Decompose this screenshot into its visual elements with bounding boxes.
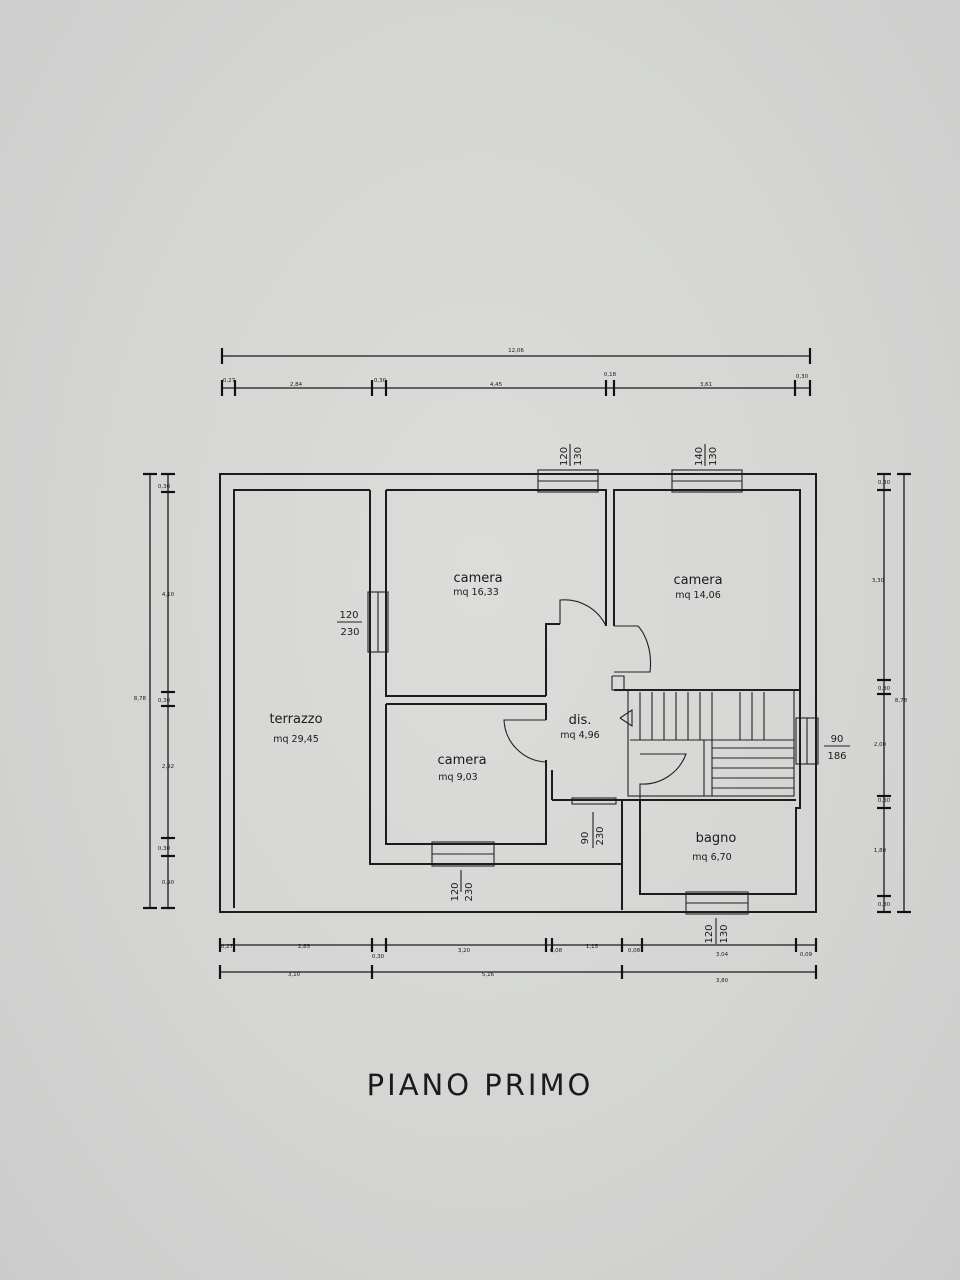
stair-arrow-icon bbox=[619, 708, 633, 728]
dim-label: 3,80 bbox=[716, 978, 729, 984]
room-labels: terrazzo mq 29,45 camera mq 16,33 camera… bbox=[269, 571, 736, 863]
window-width: 90 bbox=[831, 734, 844, 745]
room-area-camera3: mq 9,03 bbox=[438, 772, 477, 783]
dim-label: 0,08 bbox=[628, 948, 641, 954]
room-name-camera3: camera bbox=[437, 753, 486, 768]
window-width: 90 bbox=[580, 832, 591, 845]
dim-label: 0,18 bbox=[604, 372, 617, 378]
camera3-wall bbox=[385, 704, 547, 845]
camera3-top-wall bbox=[386, 703, 547, 720]
dim-label: 0,30 bbox=[796, 374, 809, 380]
dim-label: 3,30 bbox=[872, 578, 885, 584]
dim-label: 2,00 bbox=[874, 742, 887, 748]
dim-label: 5,16 bbox=[482, 972, 495, 978]
room-area-terrazzo: mq 29,45 bbox=[273, 734, 319, 745]
right-dimensions: 0,30 3,30 0,30 2,00 0,30 1,80 0,30 8,78 bbox=[872, 472, 911, 914]
dis-left-wall bbox=[545, 623, 560, 696]
dim-label: 0,30 bbox=[878, 480, 891, 486]
window-width: 120 bbox=[559, 447, 570, 466]
dim-label: 0,90 bbox=[162, 880, 175, 886]
room-name-bagno: bagno bbox=[696, 831, 737, 846]
window-height: 130 bbox=[708, 447, 719, 466]
window-height: 130 bbox=[719, 924, 730, 943]
window-height: 230 bbox=[464, 882, 475, 901]
dim-label: 0,30 bbox=[158, 484, 171, 490]
dim-label: 2,92 bbox=[162, 764, 174, 770]
window-width: 120 bbox=[339, 610, 358, 621]
window-height: 130 bbox=[573, 447, 584, 466]
window-width: 140 bbox=[694, 447, 705, 466]
dim-label: 1,80 bbox=[874, 848, 887, 854]
window-label-left: 120 230 bbox=[337, 610, 362, 638]
top-dimensions: 12,06 0,27 2,84 0,30 4,45 0,18 3,61 0,30 bbox=[220, 348, 812, 396]
camera2-wall bbox=[613, 489, 801, 690]
page-title: PIANO PRIMO bbox=[366, 1068, 594, 1102]
door-camera3 bbox=[503, 719, 547, 763]
dim-label: 0,30 bbox=[158, 846, 171, 852]
dim-label: 3,04 bbox=[716, 952, 729, 958]
dim-label: 0,27 bbox=[223, 378, 236, 384]
camera1-wall bbox=[385, 490, 546, 697]
door-bagno bbox=[639, 753, 687, 800]
window-bottom2 bbox=[571, 797, 617, 805]
dim-label: 2,84 bbox=[290, 382, 303, 388]
windows: 120 130 140 130 120 230 90 186 120 230 9… bbox=[337, 444, 850, 944]
room-area-camera2: mq 14,06 bbox=[675, 590, 721, 601]
stair-newel bbox=[611, 675, 625, 691]
outer-wall bbox=[219, 473, 817, 913]
dim-label: 0,30 bbox=[878, 902, 891, 908]
door-camera2 bbox=[614, 625, 652, 673]
left-dimensions: 8,78 0,30 4,10 0,30 2,92 0,30 0,90 bbox=[134, 472, 175, 910]
dim-label: 0,30 bbox=[878, 686, 891, 692]
window-label-bottom2: 90 230 bbox=[580, 812, 606, 848]
dim-label: 3,61 bbox=[700, 382, 712, 388]
dim-label: 0,09 bbox=[800, 952, 813, 958]
window-height: 186 bbox=[827, 751, 846, 762]
dim-label: 0,27 bbox=[221, 944, 234, 950]
terrace-partition bbox=[369, 490, 623, 910]
window-width: 120 bbox=[704, 924, 715, 943]
walls bbox=[219, 473, 817, 913]
dim-label: 0,30 bbox=[158, 698, 171, 704]
camera1-top-wall bbox=[386, 489, 607, 626]
window-height: 230 bbox=[340, 627, 359, 638]
top-total-dim-label: 12,06 bbox=[508, 348, 524, 354]
room-name-camera2: camera bbox=[673, 573, 722, 588]
doors bbox=[503, 599, 687, 800]
room-name-camera1: camera bbox=[453, 571, 502, 586]
window-label-bottom3: 120 130 bbox=[704, 918, 730, 944]
bottom-dimensions: 0,27 2,85 0,30 3,20 0,08 1,15 0,08 3,04 … bbox=[218, 938, 818, 984]
dim-label: 0,08 bbox=[550, 948, 563, 954]
door-camera1 bbox=[559, 599, 607, 627]
window-width: 120 bbox=[450, 882, 461, 901]
dim-label: 0,30 bbox=[372, 954, 385, 960]
staircase bbox=[611, 675, 795, 797]
right-total-dim-label: 8,78 bbox=[895, 698, 908, 704]
dim-label: 3,20 bbox=[458, 948, 471, 954]
dim-label: 0,30 bbox=[878, 798, 891, 804]
room-area-bagno: mq 6,70 bbox=[692, 852, 731, 863]
window-label-top2: 140 130 bbox=[694, 444, 719, 466]
left-total-dim-label: 8,78 bbox=[134, 696, 147, 702]
room-area-camera1: mq 16,33 bbox=[453, 587, 499, 598]
dim-label: 2,85 bbox=[298, 944, 311, 950]
dim-label: 4,10 bbox=[162, 592, 175, 598]
window-label-right: 90 186 bbox=[824, 734, 850, 762]
inner-wall-line bbox=[233, 489, 370, 908]
window-label-bottom1: 120 230 bbox=[450, 870, 475, 902]
window-label-top1: 120 130 bbox=[559, 444, 584, 466]
window-height: 230 bbox=[595, 826, 606, 845]
dim-label: 1,15 bbox=[586, 944, 599, 950]
room-name-terrazzo: terrazzo bbox=[269, 712, 322, 727]
dim-label: 0,30 bbox=[374, 378, 387, 384]
room-name-dis: dis. bbox=[569, 713, 592, 728]
stair-outline bbox=[627, 689, 795, 797]
dim-label: 4,45 bbox=[490, 382, 503, 388]
room-area-dis: mq 4,96 bbox=[560, 730, 599, 741]
dim-label: 3,10 bbox=[288, 972, 301, 978]
